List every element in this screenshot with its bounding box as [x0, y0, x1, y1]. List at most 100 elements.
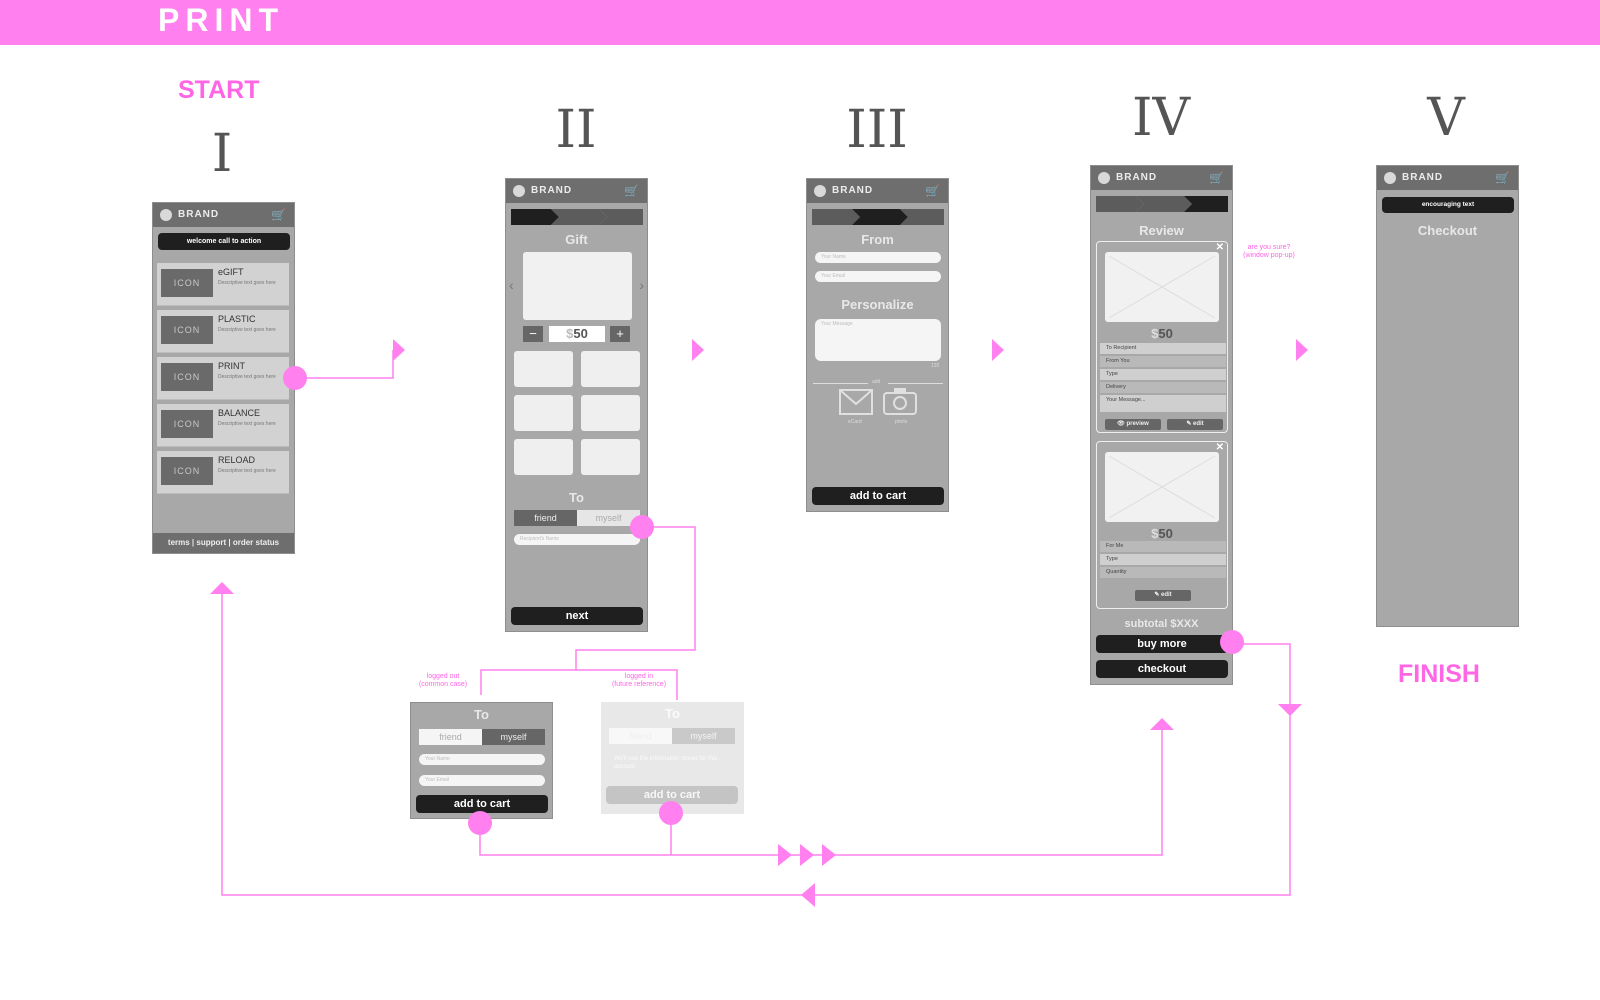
- app-bar: BRAND 🛒: [807, 179, 948, 203]
- close-icon[interactable]: ✕: [1215, 442, 1224, 453]
- menu-item-balance[interactable]: ICON BALANCE Descriptive text goes here: [157, 404, 289, 447]
- increase-button[interactable]: +: [610, 326, 630, 342]
- menu-item-plastic[interactable]: ICON PLASTIC Descriptive text goes here: [157, 310, 289, 353]
- menu-item-reload[interactable]: ICON RELOAD Descriptive text goes here: [157, 451, 289, 494]
- chevron-right-icon[interactable]: ›: [639, 277, 644, 293]
- buy-more-button[interactable]: buy more: [1096, 635, 1228, 653]
- menu-item-egift[interactable]: ICON eGIFT Descriptive text goes here: [157, 263, 289, 306]
- your-email-input[interactable]: Your Email: [419, 775, 545, 786]
- toggle-friend[interactable]: friend: [419, 729, 482, 745]
- toggle-myself[interactable]: myself: [672, 728, 735, 744]
- toggle-friend[interactable]: friend: [609, 728, 672, 744]
- stored-info-text: We'll use the information stored for thi…: [614, 756, 718, 770]
- screen-2: BRAND 🛒 Gift ‹ › − $50 + To friend mysel…: [505, 178, 648, 632]
- review-card-1: ✕ $50 To Recipient From You Type Deliver…: [1096, 241, 1228, 433]
- card1-amount: $50: [1097, 326, 1227, 341]
- toggle-myself[interactable]: myself: [577, 510, 640, 526]
- menu-item-desc: Descriptive text goes here: [218, 374, 276, 380]
- cart-icon[interactable]: 🛒: [624, 184, 639, 198]
- finish-label: FINISH: [1398, 660, 1480, 688]
- brand-name: BRAND: [531, 185, 573, 196]
- to-label: To: [665, 706, 680, 721]
- ecard-label: eCard: [848, 419, 862, 425]
- menu-item-desc: Descriptive text goes here: [218, 327, 276, 333]
- popup-note: are you sure? (window pop-up): [1243, 244, 1295, 259]
- detail-row: For Me: [1100, 541, 1226, 552]
- preview-label: preview: [1126, 421, 1149, 427]
- photo-label: photo: [895, 419, 908, 425]
- cta-button[interactable]: welcome call to action: [158, 233, 290, 250]
- brand-logo: [814, 185, 826, 197]
- add-to-cart-button[interactable]: add to cart: [812, 487, 944, 505]
- toggle-friend[interactable]: friend: [514, 510, 577, 526]
- start-label: START: [178, 76, 260, 104]
- your-name-input[interactable]: Your Name: [815, 252, 941, 263]
- message-input[interactable]: Your Message: [815, 319, 941, 361]
- your-name-input[interactable]: Your Name: [419, 754, 545, 765]
- amount-field[interactable]: $50: [549, 326, 605, 342]
- camera-icon[interactable]: [883, 387, 917, 415]
- review-card-2: ✕ $50 For Me Type Quantity ✎ edit: [1096, 441, 1228, 609]
- detail-row: To Recipient: [1100, 343, 1226, 354]
- reload-icon: ICON: [161, 457, 213, 485]
- edit-button[interactable]: ✎ edit: [1167, 419, 1223, 430]
- design-tile[interactable]: [581, 351, 640, 387]
- design-tile[interactable]: [581, 395, 640, 431]
- design-tile[interactable]: [514, 439, 573, 475]
- menu-item-title: eGIFT: [218, 267, 244, 277]
- add-to-cart-button[interactable]: add to cart: [416, 795, 548, 813]
- decrease-button[interactable]: −: [523, 326, 543, 342]
- recipient-name-input[interactable]: Recipient's Name: [514, 534, 640, 545]
- add-label: add: [872, 379, 881, 385]
- toggle-myself[interactable]: myself: [482, 729, 545, 745]
- image-placeholder: [1105, 252, 1219, 322]
- to-label: To: [569, 490, 584, 505]
- card2-amount: $50: [1097, 526, 1227, 541]
- cart-icon[interactable]: 🛒: [1495, 171, 1510, 185]
- currency-symbol: $: [1151, 526, 1159, 541]
- page-title: PRINT: [158, 2, 284, 38]
- checkout-button[interactable]: checkout: [1096, 660, 1228, 678]
- logged-in-note: logged in (future reference): [611, 673, 667, 688]
- preview-button[interactable]: 👁 preview: [1105, 419, 1161, 430]
- egift-icon: ICON: [161, 269, 213, 297]
- close-icon[interactable]: ✕: [1215, 242, 1224, 253]
- brand-name: BRAND: [832, 185, 874, 196]
- design-tile[interactable]: [581, 439, 640, 475]
- screen-to-logged-in: To friend myself We'll use the informati…: [601, 702, 744, 814]
- progress-steps: [1096, 196, 1228, 212]
- step-numeral-2: II: [555, 100, 597, 160]
- menu-item-title: PLASTIC: [218, 314, 256, 324]
- detail-row: Your Message...: [1100, 395, 1226, 412]
- footer-links[interactable]: terms | support | order status: [153, 533, 294, 553]
- add-to-cart-button[interactable]: add to cart: [606, 786, 738, 804]
- menu-item-desc: Descriptive text goes here: [218, 280, 276, 286]
- app-bar: BRAND 🛒: [1091, 166, 1232, 190]
- cart-icon[interactable]: 🛒: [271, 208, 286, 222]
- brand-logo: [1384, 172, 1396, 184]
- checkout-title: Checkout: [1417, 223, 1478, 238]
- image-placeholder: [1105, 452, 1219, 522]
- print-icon: ICON: [161, 363, 213, 391]
- cart-icon[interactable]: 🛒: [925, 184, 940, 198]
- your-email-input[interactable]: Your Email: [815, 271, 941, 282]
- app-bar: BRAND 🛒: [1377, 166, 1518, 190]
- edit-button[interactable]: ✎ edit: [1135, 590, 1191, 601]
- balance-icon: ICON: [161, 410, 213, 438]
- cart-icon[interactable]: 🛒: [1209, 171, 1224, 185]
- app-bar: BRAND 🛒: [506, 179, 647, 203]
- step-numeral-1: I: [211, 124, 233, 184]
- design-tile[interactable]: [514, 351, 573, 387]
- menu-item-print[interactable]: ICON PRINT Descriptive text goes here: [157, 357, 289, 400]
- menu-item-desc: Descriptive text goes here: [218, 468, 276, 474]
- edit-label: edit: [1193, 421, 1204, 427]
- design-tile[interactable]: [514, 395, 573, 431]
- chevron-left-icon[interactable]: ‹: [509, 277, 514, 293]
- next-button[interactable]: next: [511, 607, 643, 625]
- detail-row: Type: [1100, 554, 1226, 565]
- envelope-icon[interactable]: [839, 389, 873, 415]
- amount-value: 50: [1158, 526, 1173, 541]
- screen-to-logged-out: To friend myself Your Name Your Email ad…: [410, 702, 553, 819]
- menu-item-desc: Descriptive text goes here: [218, 421, 276, 427]
